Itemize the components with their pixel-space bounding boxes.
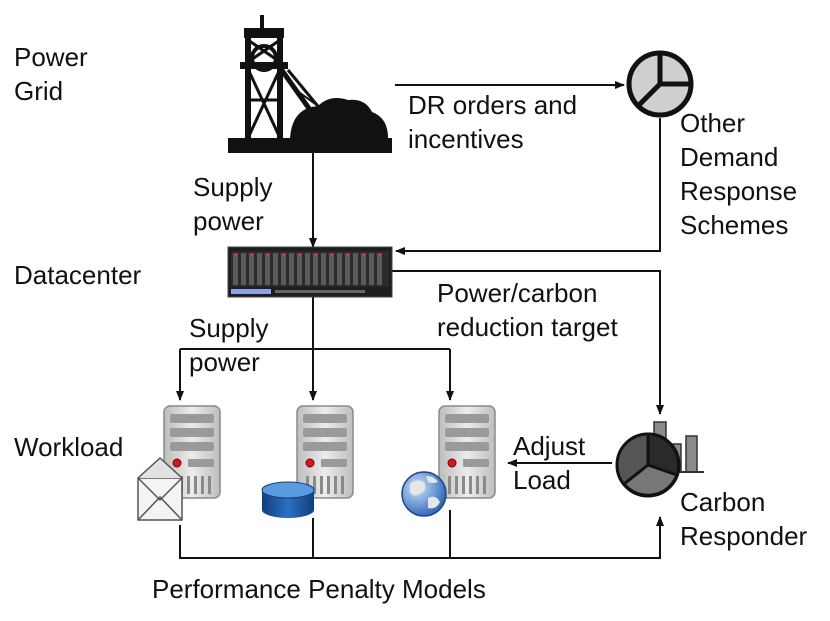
globe-icon <box>401 471 447 517</box>
supply-power-label-top: Supply power <box>193 172 273 236</box>
arrow-datacenter-to-responder <box>392 270 664 415</box>
other-dr-schemes-label: Other Demand Response Schemes <box>680 108 798 240</box>
carbon-responder-icon <box>615 421 704 498</box>
workload-label: Workload <box>14 432 124 462</box>
carbon-responder-label: Carbon Responder <box>680 487 808 551</box>
pie-chart-icon <box>626 50 694 118</box>
arrow-other-dr-to-datacenter <box>395 118 661 255</box>
reduction-target-label: Power/carbon reduction target <box>437 278 618 342</box>
adjust-load-label: Adjust Load <box>513 431 586 495</box>
server-icon <box>438 405 496 499</box>
power-grid-label: Power Grid <box>14 42 88 106</box>
server-rack-icon <box>227 246 393 298</box>
power-plant-icon <box>228 15 392 153</box>
database-icon <box>261 481 315 518</box>
performance-penalty-models-label: Performance Penalty Models <box>152 574 486 604</box>
line-performance-models <box>179 516 664 559</box>
email-icon <box>137 456 183 521</box>
supply-power-label-mid: Supply power <box>189 313 269 377</box>
datacenter-label: Datacenter <box>14 260 142 290</box>
connectors <box>176 81 664 559</box>
dr-orders-label: DR orders and incentives <box>408 90 578 154</box>
